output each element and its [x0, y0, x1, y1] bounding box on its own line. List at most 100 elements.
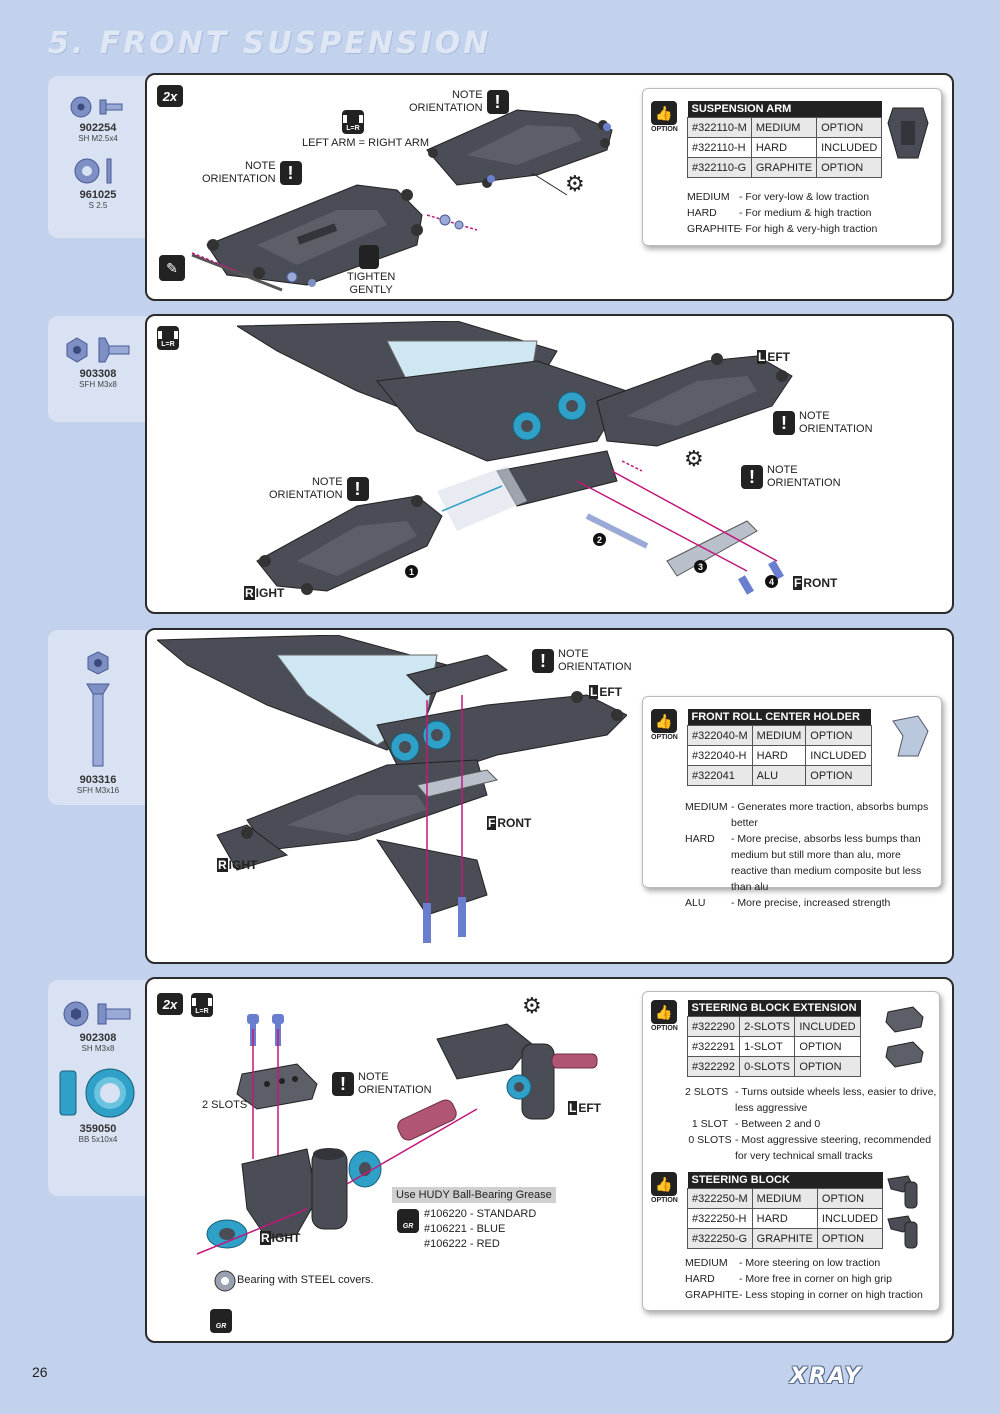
exclamation-icon: !: [486, 90, 509, 114]
part-961025: 961025 S 2.5: [73, 157, 123, 210]
option-thumb: 👍 OPTION: [651, 101, 678, 133]
chassis-front-assembly-illustration: [237, 321, 793, 595]
parts-panel-step3: 903316 SFH M3x16: [48, 630, 148, 805]
variant: MEDIUM: [751, 1188, 818, 1209]
quantity-badge: 2x: [157, 993, 183, 1015]
option-description: MEDIUM- Generates more traction, absorbs…: [685, 799, 937, 911]
option-header: STEERING BLOCK: [687, 1172, 883, 1189]
part-number: #322250-M: [687, 1188, 753, 1209]
part-number: #322250-H: [687, 1208, 753, 1229]
status: OPTION: [805, 725, 872, 746]
part-903316: 903316 SFH M3x16: [77, 650, 119, 795]
screw-icon: [86, 651, 110, 767]
right-side-label: RIGHT: [218, 858, 258, 872]
status: OPTION: [816, 157, 883, 178]
variant: MEDIUM: [750, 117, 818, 138]
note-label: NOTE: [767, 464, 798, 476]
screw-icon: [63, 1001, 131, 1027]
desc-key: ALU: [685, 897, 706, 909]
left-arm-equals-right-arm-label: LEFT ARM = RIGHT ARM: [302, 137, 430, 149]
tighten-label: TIGHTEN: [347, 271, 396, 283]
note-label: ORIENTATION: [409, 102, 483, 114]
grease-item: #106220 - STANDARD: [424, 1208, 537, 1220]
step-number-1: 1: [405, 565, 418, 578]
note-label: NOTE: [558, 648, 589, 660]
desc-key: MEDIUM: [685, 801, 728, 813]
screw-icon: [70, 96, 123, 118]
brand-logo: XRAY: [790, 1364, 863, 1389]
desc-key: 2 SLOTS: [685, 1086, 729, 1098]
note-label: ORIENTATION: [358, 1084, 432, 1096]
gently-label: GENTLY: [349, 284, 393, 296]
bearing-steel-covers-label: Bearing with STEEL covers.: [237, 1274, 374, 1286]
exclamation-icon: !: [741, 465, 763, 489]
left-side-label: LEFT: [590, 685, 623, 699]
part-902254: 902254 SH M2.5x4: [70, 96, 126, 143]
variant: 2-SLOTS: [739, 1016, 796, 1037]
option-header: SUSPENSION ARM: [687, 101, 882, 118]
parts-panel-step2: 903308 SFH M3x8: [48, 316, 148, 422]
part-number: #322290: [686, 1016, 741, 1037]
page-number: 26: [32, 1364, 48, 1380]
thumbs-up-icon: 👍: [651, 709, 677, 733]
desc-key: HARD: [687, 207, 717, 219]
thumbs-up-icon: 👍: [651, 101, 677, 125]
desc-value: - Turns outside wheels less, easier to d…: [735, 1086, 937, 1114]
part-code: 903316: [79, 774, 117, 786]
status: OPTION: [805, 765, 872, 786]
part-desc: SFH M3x16: [76, 786, 120, 795]
desc-value: - Less stoping in corner on high tractio…: [739, 1289, 923, 1301]
thumbs-up-icon: 👍: [651, 1172, 677, 1196]
note-label: ORIENTATION: [799, 423, 873, 435]
desc-value: - For high & very-high traction: [739, 223, 878, 235]
desc-key: GRAPHITE: [685, 1289, 739, 1301]
desc-key: GRAPHITE: [687, 223, 741, 235]
status: OPTION: [794, 1036, 862, 1057]
desc-key: 1 SLOT: [691, 1118, 729, 1130]
part-desc: SH M3x8: [81, 1044, 115, 1053]
right-side-label: RIGHT: [245, 586, 285, 600]
extension-thumbnails: [885, 1006, 924, 1068]
grease-item: #106221 - BLUE: [424, 1223, 506, 1235]
desc-key: HARD: [685, 1273, 715, 1285]
step-number-4: 4: [765, 575, 778, 588]
roll-center-holder-illustration: [157, 635, 627, 943]
parts-panel-step4: 902308 SH M3x8 359050 BB 5x10x4: [48, 980, 148, 1196]
grease-icon: GR: [397, 1209, 419, 1233]
part-desc: SFH M3x8: [79, 380, 117, 389]
option-label: OPTION: [651, 1025, 678, 1032]
option-description-steering-block: MEDIUM- More steering on low traction HA…: [685, 1255, 937, 1303]
desc-value: - Between 2 and 0: [735, 1118, 821, 1130]
desc-value: - For very-low & low traction: [739, 191, 870, 203]
variant: HARD: [750, 137, 818, 158]
part-number: #322110-M: [687, 117, 752, 138]
desc-value: - More free in corner on high grip: [739, 1273, 892, 1285]
note-label: ORIENTATION: [767, 477, 841, 489]
desc-key: MEDIUM: [687, 191, 730, 203]
part-number: #322250-G: [687, 1228, 753, 1249]
variant: ALU: [751, 765, 807, 786]
option-label: OPTION: [651, 1197, 678, 1204]
option-thumb: 👍 OPTION: [651, 1172, 678, 1204]
two-slots-label: 2 SLOTS: [202, 1099, 248, 1111]
gear-adjust-icon: ⚙: [522, 993, 542, 1018]
option-header: STEERING BLOCK EXTENSION: [687, 1000, 861, 1017]
exclamation-icon: !: [773, 411, 795, 435]
left-equals-right-icon: L=R: [191, 993, 213, 1017]
washer-icon: [74, 158, 112, 184]
note-label: NOTE: [244, 160, 276, 172]
note-label: NOTE: [799, 410, 830, 422]
